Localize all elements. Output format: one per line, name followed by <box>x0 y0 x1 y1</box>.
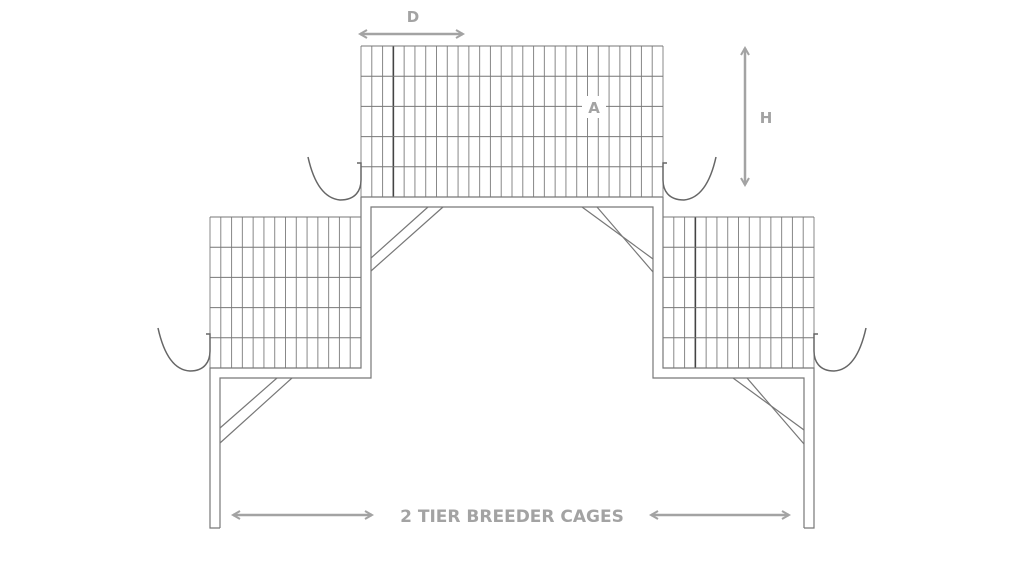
brace-upper-right <box>581 206 654 273</box>
height-label: H <box>760 109 773 127</box>
cage-left <box>209 216 362 369</box>
label-a-backing <box>582 96 606 118</box>
brace-upper-left <box>370 206 444 272</box>
brace-lower-right <box>732 377 805 445</box>
dimension-arrows <box>233 34 789 515</box>
brace-lower-left <box>219 377 293 444</box>
frame-left-inner <box>219 206 805 528</box>
cage-top <box>360 45 664 198</box>
trough-bottom-left <box>157 327 211 372</box>
depth-label: D <box>407 8 419 26</box>
frame-left-outer <box>209 197 362 529</box>
cage-label: A <box>588 99 600 117</box>
trough-top-right <box>662 156 717 201</box>
feed-troughs <box>157 156 867 372</box>
cage-right <box>662 216 815 369</box>
frame-right-outer <box>662 197 815 529</box>
trough-bottom-right <box>813 327 867 372</box>
cage-grids <box>209 45 815 369</box>
support-frame <box>209 196 815 529</box>
diagram-title: 2 TIER BREEDER CAGES <box>400 507 624 527</box>
trough-top-left <box>307 156 362 201</box>
